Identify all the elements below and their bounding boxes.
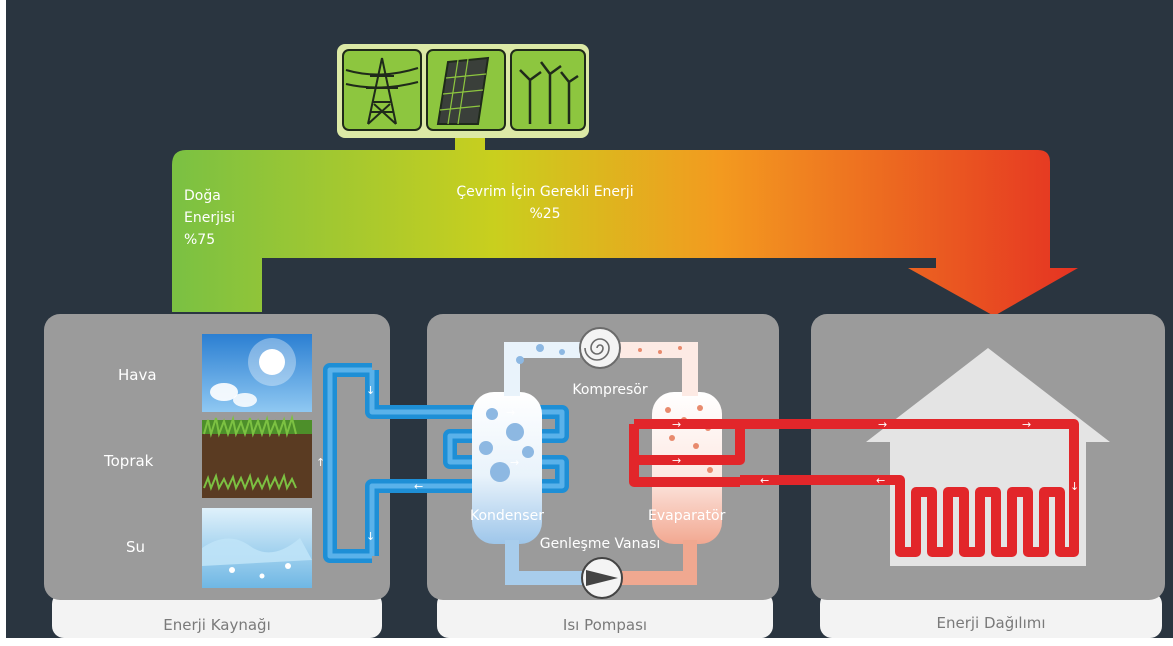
source-label-water: Su (126, 538, 145, 556)
svg-text:↓: ↓ (366, 384, 375, 397)
svg-text:↑: ↑ (316, 456, 325, 469)
solar-panel-icon (436, 56, 490, 125)
condenser-label: Kondenser (470, 508, 544, 524)
source-label-air: Hava (118, 366, 157, 384)
svg-text:→: → (878, 418, 887, 431)
heat-pump-tab-bg (437, 592, 773, 638)
energy-icons-group (337, 44, 589, 138)
energy-flow-arrow (172, 138, 1078, 316)
wind-turbine-icon (519, 61, 579, 124)
source-label-soil: Toprak (103, 452, 154, 470)
nature-energy-label-line2: Enerjisi (184, 210, 235, 226)
nature-energy-percent: %75 (184, 232, 215, 248)
refrigerant-pipe-top (504, 342, 698, 396)
energy-source-tab-bg (52, 592, 382, 638)
evaporator-tank (652, 392, 722, 544)
svg-text:→: → (506, 406, 515, 419)
svg-text:←: ← (414, 480, 423, 493)
svg-text:→: → (510, 456, 519, 469)
svg-text:↓: ↓ (1070, 480, 1079, 493)
cycle-energy-label: Çevrim İçin Gerekli Enerji (456, 182, 633, 200)
svg-text:→: → (672, 454, 681, 467)
compressor-label: Kompresör (572, 382, 647, 398)
water-image (202, 508, 312, 588)
energy-distribution-tab-bg (820, 592, 1162, 638)
condenser-tank (472, 392, 542, 544)
svg-text:↓: ↓ (366, 530, 375, 543)
nature-energy-label-line1: Doğa (184, 188, 221, 204)
svg-text:←: ← (876, 474, 885, 487)
compressor-icon (579, 327, 621, 369)
cycle-energy-percent: %25 (529, 206, 560, 222)
source-loop-pipe (323, 363, 569, 563)
air-image (202, 334, 312, 412)
power-pylon-icon (345, 57, 419, 125)
tab-heat-pump: Isı Pompası (563, 616, 647, 634)
tab-energy-distribution: Enerji Dağılımı (936, 614, 1045, 632)
tab-energy-source: Enerji Kaynağı (163, 616, 271, 634)
svg-text:←: ← (760, 474, 769, 487)
distribution-loop-pipe (629, 419, 1079, 557)
evaporator-label: Evaparatör (648, 508, 726, 524)
svg-text:→: → (1022, 418, 1031, 431)
flow-arrows: ↓ ↓ ↑ → → ← → → ← ← → → ↓ (316, 384, 1079, 543)
refrigerant-pipe-bottom (505, 540, 697, 585)
soil-image (202, 414, 312, 498)
expansion-valve-icon (581, 557, 623, 599)
expansion-valve-label: Genleşme Vanası (540, 536, 661, 552)
svg-text:→: → (672, 418, 681, 431)
